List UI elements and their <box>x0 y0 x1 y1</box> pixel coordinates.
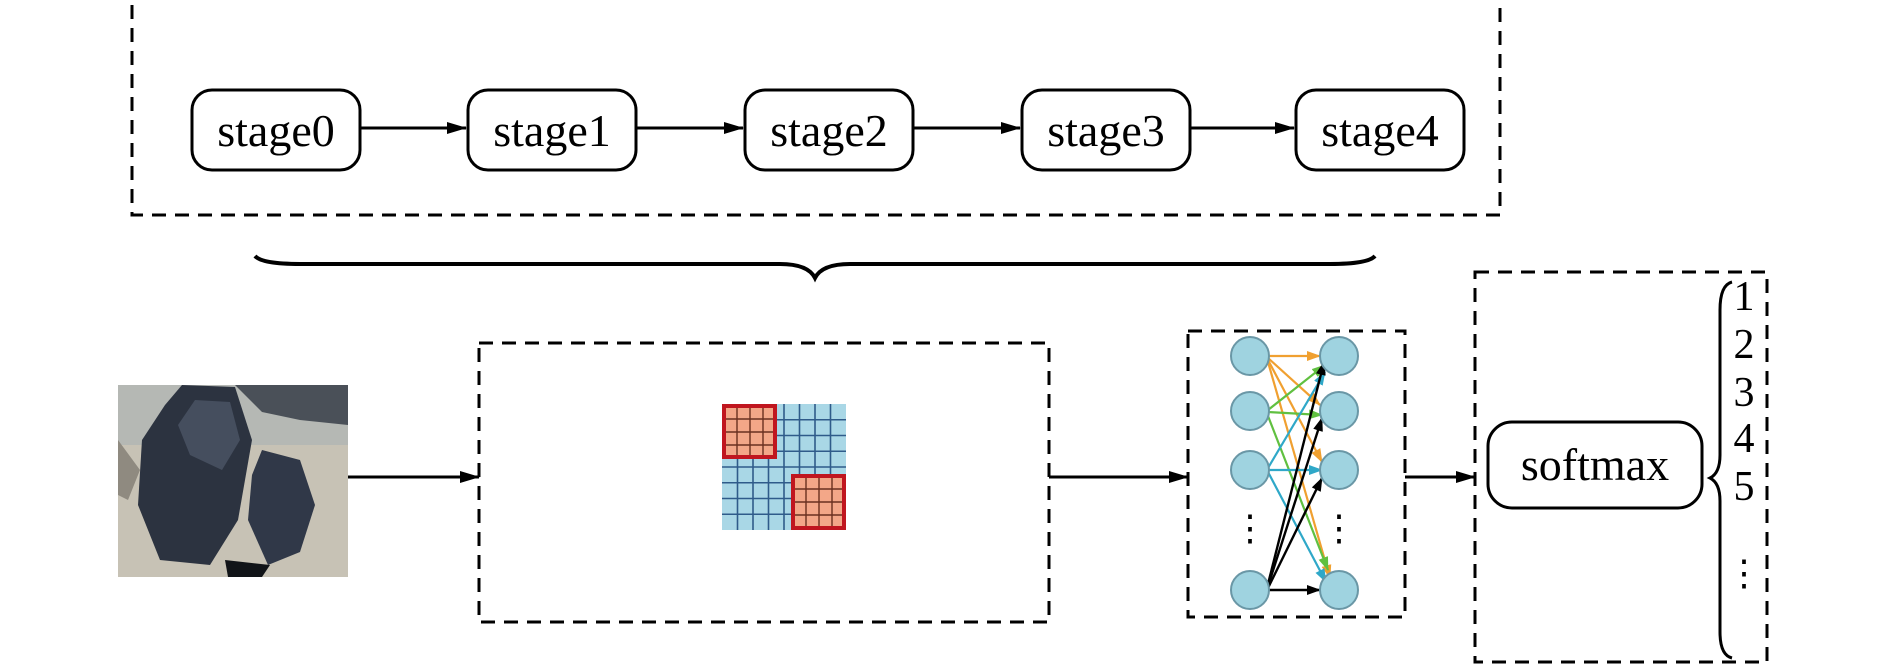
input-neuron <box>1230 570 1270 610</box>
neuron-ellipsis-right: ⋮ <box>1321 508 1357 548</box>
stage-node-2: stage2 <box>743 88 915 172</box>
class-label-2: 2 <box>1734 322 1755 368</box>
stage-node-0: stage0 <box>190 88 362 172</box>
input-photo <box>118 385 348 577</box>
stage-node-1: stage1 <box>466 88 638 172</box>
vertical-brace <box>1706 280 1733 660</box>
stage-label: stage1 <box>493 105 611 156</box>
class-label-5: 5 <box>1734 464 1755 510</box>
class-label-ellipsis: ⋮ <box>1726 553 1762 593</box>
stage-label: stage0 <box>217 105 335 156</box>
horizontal-brace <box>253 254 1377 283</box>
feature-grid-icon <box>722 404 846 530</box>
output-neuron <box>1319 391 1359 431</box>
neuron-ellipsis-left: ⋮ <box>1232 508 1268 548</box>
softmax-box <box>1473 270 1769 664</box>
class-label-3: 3 <box>1734 370 1755 416</box>
neural-network-icon: ⋮ ⋮ <box>1230 336 1359 610</box>
class-label-1: 1 <box>1734 274 1755 320</box>
stage-label: stage2 <box>770 105 888 156</box>
input-neuron <box>1230 336 1270 376</box>
softmax-node: softmax <box>1486 420 1704 510</box>
output-neuron <box>1319 336 1359 376</box>
stage-label: stage4 <box>1321 105 1439 156</box>
feature-map-box <box>477 341 1051 624</box>
fully-connected-box <box>1186 329 1407 619</box>
class-label-4: 4 <box>1734 416 1755 462</box>
output-neuron <box>1319 570 1359 610</box>
stage-group-box <box>130 0 1502 217</box>
stage-node-4: stage4 <box>1294 88 1466 172</box>
stage-label: stage3 <box>1047 105 1165 156</box>
output-neuron <box>1319 450 1359 490</box>
input-neuron <box>1230 391 1270 431</box>
input-neuron <box>1230 450 1270 490</box>
stage-node-3: stage3 <box>1020 88 1192 172</box>
softmax-label: softmax <box>1521 439 1669 490</box>
